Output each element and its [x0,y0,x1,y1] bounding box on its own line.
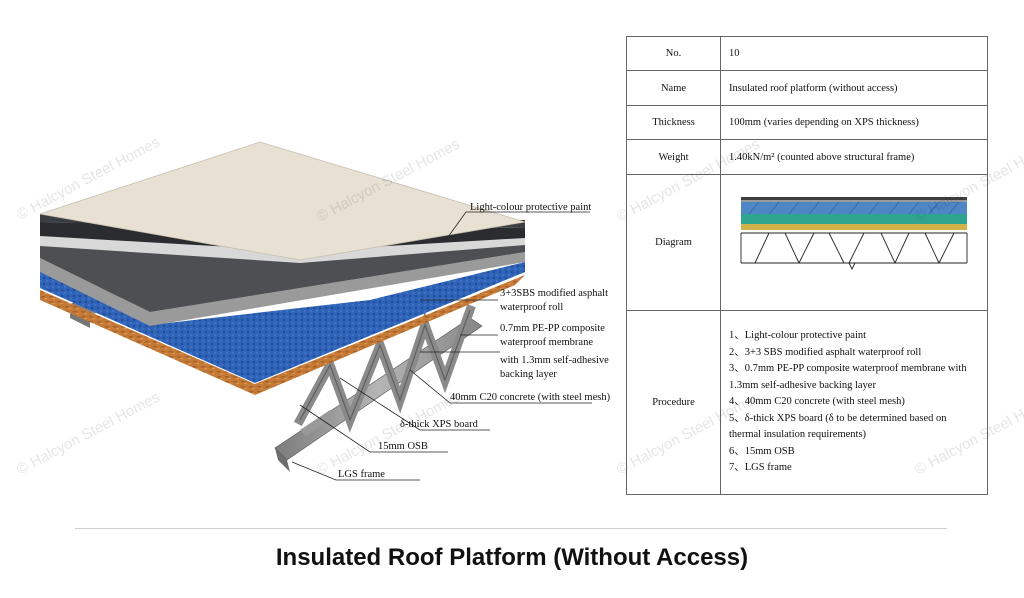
paint-surface [39,141,526,261]
row-key: Procedure [626,310,721,495]
watermark: © Halcyon Steel Homes [14,389,163,479]
table-row: No. 10 [626,36,988,71]
layer-stack [39,141,526,395]
procedure-list: 1、Light-colour protective paint 2、3+3 SB… [729,328,979,477]
roof-section-3d: Light-colour protective paint 3+3SBS mod… [14,134,611,481]
row-key: Name [626,70,721,106]
table-row: Diagram [626,174,988,311]
leader-lines [291,211,592,481]
table-row: Thickness 100mm (varies depending on XPS… [626,105,988,140]
table-row: Procedure 1、Light-colour protective pain… [626,310,988,495]
osb-layer [40,275,525,395]
membrane-layer [40,244,525,312]
callout-lgs: LGS frame [338,469,385,480]
callout-paint: Light-colour protective paint [470,202,591,213]
row-key: No. [626,36,721,71]
layer-illustration: Light-colour protective paint 3+3SBS mod… [14,134,611,481]
list-item: 2、3+3 SBS modified asphalt waterproof ro… [729,346,922,358]
table-row: Weight 1.40kN/m² (counted above structur… [626,139,988,175]
list-item: 5、δ-thick XPS board (δ to be determined … [729,412,947,441]
watermark: © Halcyon Steel Homes [314,389,463,479]
callout-xps: δ-thick XPS board [400,419,479,430]
divider [75,528,947,529]
row-key: Diagram [626,174,721,311]
row-key: Weight [626,139,721,175]
diagram-cell [720,174,988,311]
row-value: 1.40kN/m² (counted above structural fram… [720,139,988,175]
list-item: 4、40mm C20 concrete (with steel mesh) [729,396,905,408]
callout-labels: Light-colour protective paint 3+3SBS mod… [338,202,611,480]
row-value: Insulated roof platform (without access) [720,70,988,106]
list-item: 1、Light-colour protective paint [729,330,867,342]
list-item: 6、15mm OSB [729,445,795,457]
callout-osb: 15mm OSB [378,441,428,452]
callout-membrane: 0.7mm PE-PP composite waterproof membran… [500,323,611,380]
page-title: Insulated Roof Platform (Without Access) [275,544,749,571]
table-row: Name Insulated roof platform (without ac… [626,70,988,106]
row-value: 100mm (varies depending on XPS thickness… [720,105,988,140]
row-value: 10 [720,36,988,71]
section-diagram [740,196,968,270]
spec-table: No. 10 Name Insulated roof platform (wit… [626,36,988,495]
row-key: Thickness [626,105,721,140]
list-item: 7、LGS frame [729,462,792,474]
callout-concrete: 40mm C20 concrete (with steel mesh) [450,392,611,403]
xps-layer [40,262,525,383]
list-item: 3、0.7mm PE-PP composite waterproof membr… [729,363,967,391]
callout-sbs: 3+3SBS modified asphalt waterproof roll [500,288,611,313]
procedure-cell: 1、Light-colour protective paint 2、3+3 SB… [720,310,988,495]
